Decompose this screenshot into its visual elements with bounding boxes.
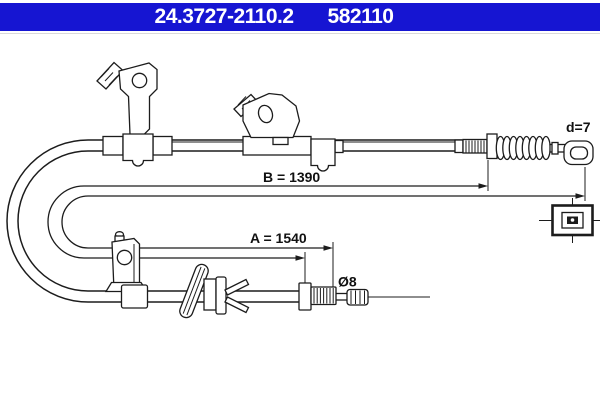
dimension-a-label: A = 1540 xyxy=(250,230,307,246)
dimension-b: B = 1390 xyxy=(47,160,489,284)
cross-section-detail-box xyxy=(539,198,600,243)
bellows-spring xyxy=(495,135,551,161)
dimension-a: A = 1540 xyxy=(61,167,586,288)
header-separator xyxy=(0,33,600,34)
dimension-b-label: B = 1390 xyxy=(263,169,320,185)
grommet-disc xyxy=(179,263,209,319)
catalog-number: 582110 xyxy=(327,5,394,28)
mounting-bracket-3 xyxy=(104,231,149,309)
adjuster-assembly: Ø8 xyxy=(179,263,430,319)
cable-end-fitting xyxy=(563,140,594,166)
threaded-barrel-lower xyxy=(310,286,337,306)
header-bar: 24.3727-2110.2 582110 xyxy=(0,3,600,31)
cable-end-diameter-label: d=7 xyxy=(566,119,591,135)
threaded-section-upper xyxy=(462,133,498,160)
nipple-diameter-label: Ø8 xyxy=(338,274,357,290)
part-number: 24.3727-2110.2 xyxy=(154,5,294,28)
mounting-bracket-1 xyxy=(96,61,158,167)
barrel-nipple xyxy=(346,288,369,306)
mounting-bracket-2 xyxy=(233,92,336,172)
cable-sheath-loop xyxy=(6,139,462,303)
